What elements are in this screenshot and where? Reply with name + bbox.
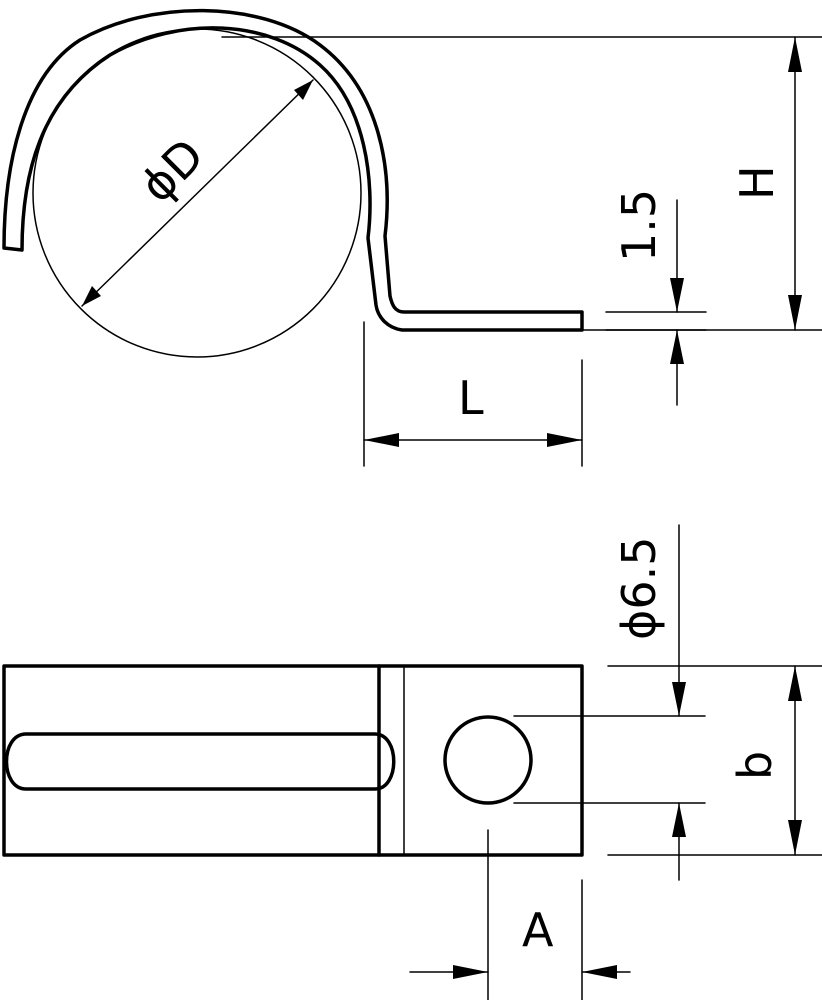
offset-arrow-left [453, 965, 488, 979]
top-view: ϕ6.5 b A [2, 524, 822, 1000]
length-arrow-right [547, 433, 582, 447]
thickness-arrow-top [670, 278, 684, 312]
thickness-label: 1.5 [612, 189, 666, 262]
length-arrow-left [364, 433, 399, 447]
height-label: H [730, 165, 784, 200]
diameter-arrow-upper [294, 80, 313, 100]
diameter-dimension-line [81, 79, 314, 307]
offset-arrow-right [582, 965, 617, 979]
side-view: ϕD H 1.5 L [2, 8, 822, 467]
width-arrow-bottom [788, 820, 802, 855]
thickness-arrow-bottom [670, 330, 684, 364]
offset-label: A [522, 903, 554, 957]
hole-diameter-label: ϕ6.5 [612, 537, 666, 641]
height-arrow-bottom [788, 295, 802, 330]
diameter-label: ϕD [130, 128, 215, 213]
mounting-hole [443, 715, 533, 805]
stiffening-rib [4, 732, 396, 791]
height-arrow-top [788, 37, 802, 72]
diameter-arrow-lower [82, 286, 101, 306]
length-label: L [458, 371, 484, 425]
hole-arrow-bottom [672, 803, 686, 837]
hole-arrow-top [672, 682, 686, 716]
clip-strip-profile [2, 8, 584, 332]
width-label: b [728, 751, 782, 780]
width-arrow-top [788, 666, 802, 701]
clip-outline [2, 664, 584, 857]
